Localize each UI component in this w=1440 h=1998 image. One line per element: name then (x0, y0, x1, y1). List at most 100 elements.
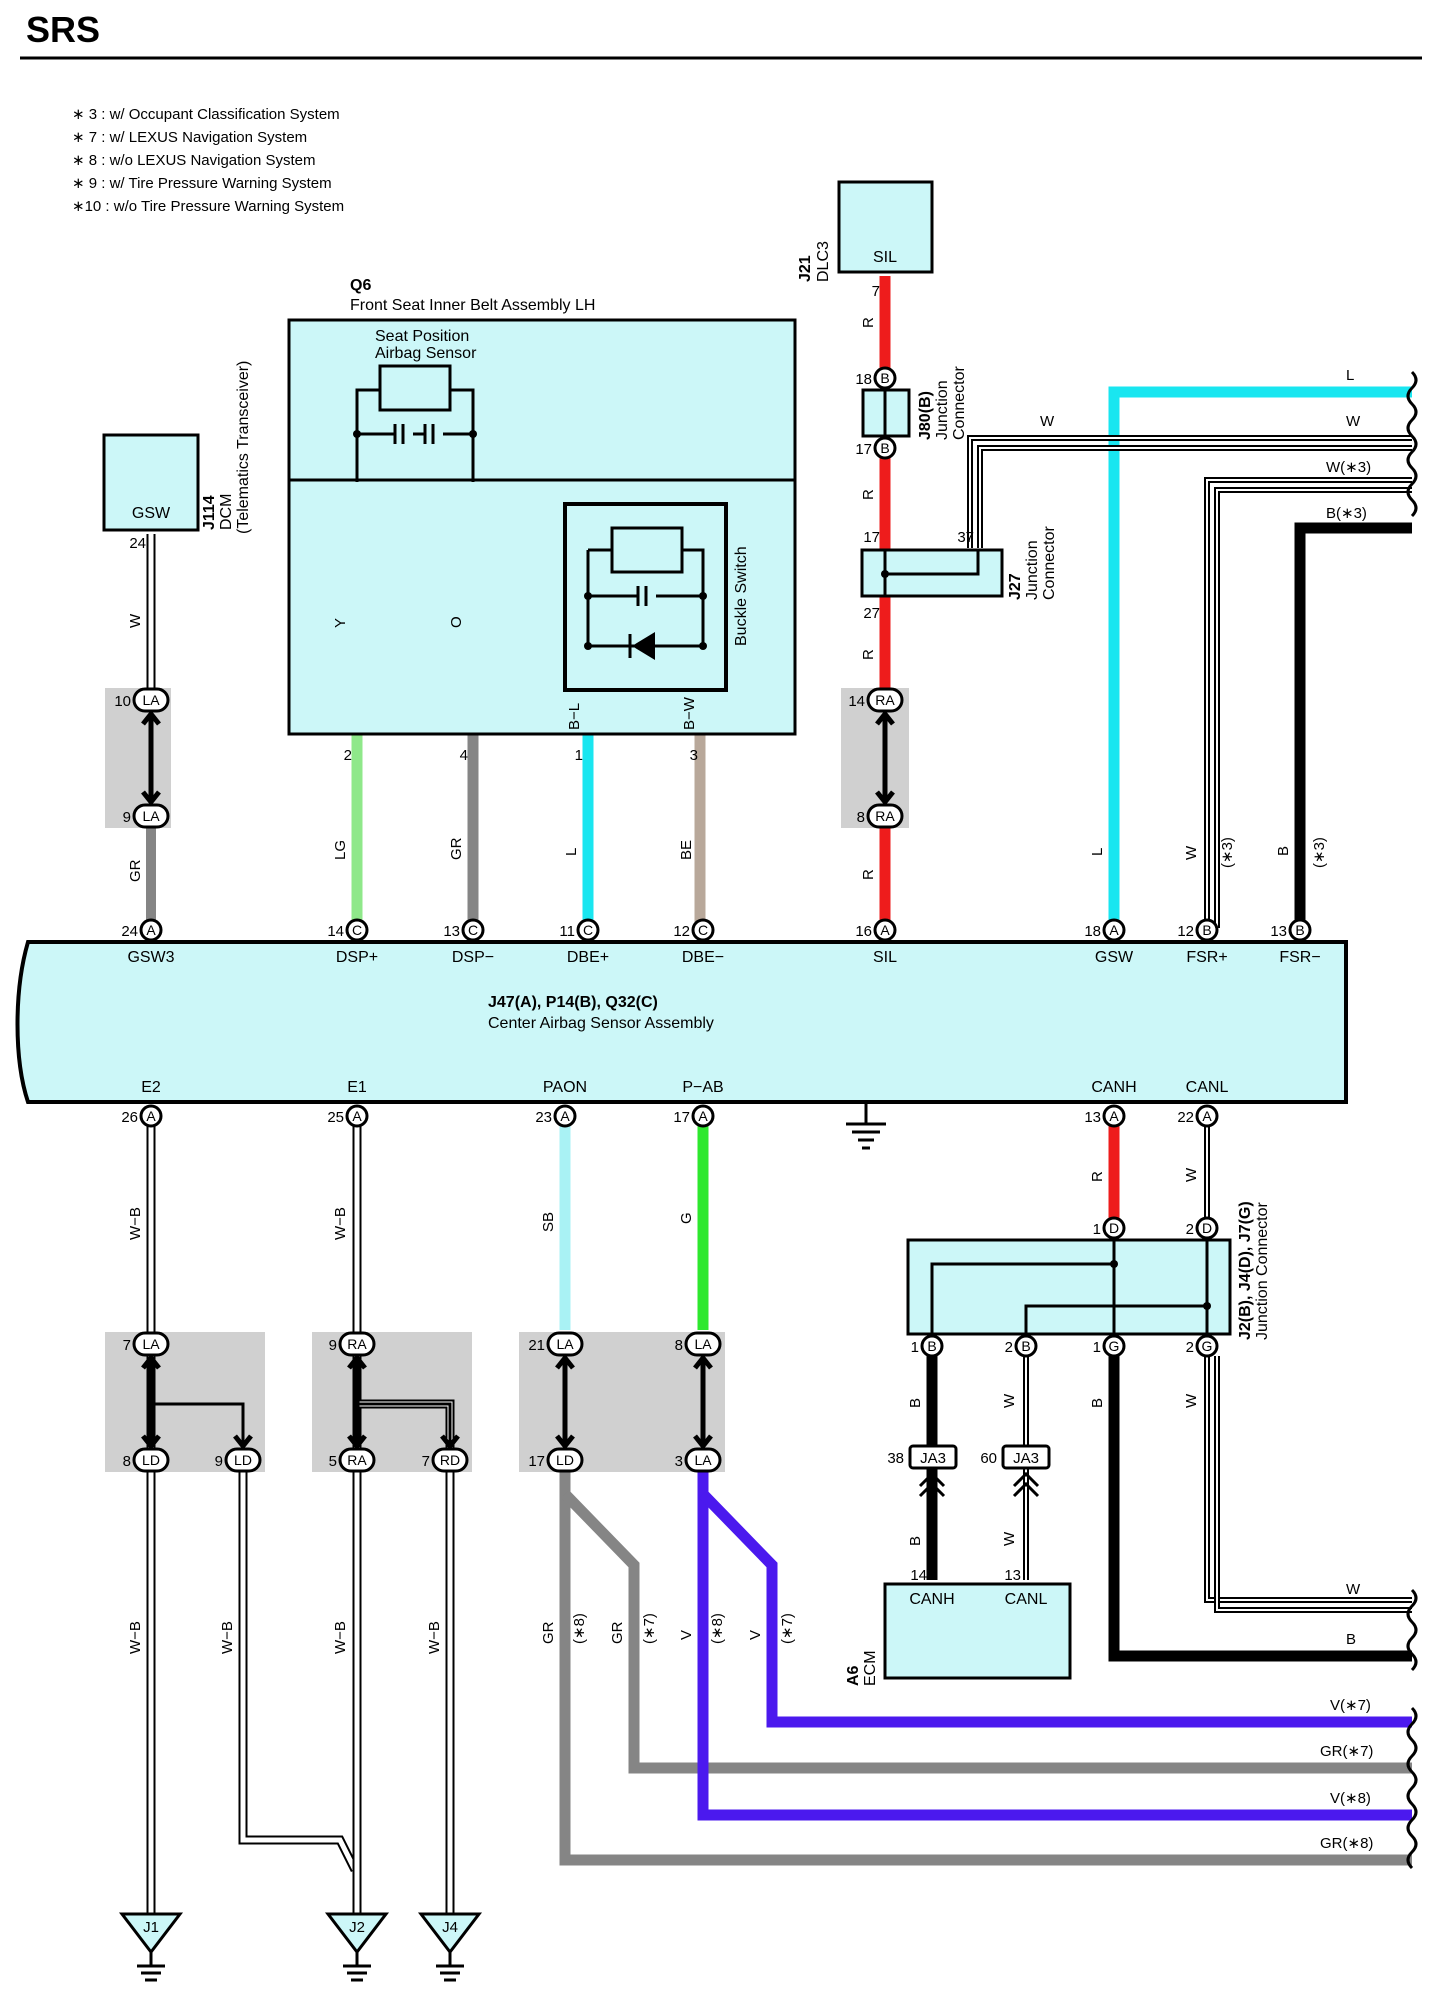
main-top-pin-4: C12 (673, 918, 715, 942)
p-conn-bot2: LA 3 (675, 1447, 722, 1473)
term-fsr-minus: FSR− (1279, 949, 1320, 966)
wl-right-w4: W (1346, 1581, 1361, 1598)
dlc3-name: DLC3 (815, 241, 832, 282)
ecm-pin-14: 14 (910, 1567, 927, 1584)
jc-bottom-2-letter: G (1109, 1338, 1120, 1354)
main-top-pin-5: A16 (855, 918, 897, 942)
ecm-code: A6 (845, 1665, 862, 1686)
e1-conn-bot1-number: 5 (329, 1453, 337, 1470)
main-name: Center Airbag Sensor Assembly (488, 1015, 714, 1032)
ja3-1-num: 38 (887, 1450, 904, 1467)
jc-bottom-0-number: 1 (911, 1339, 919, 1356)
e2-conn-top-number: 7 (123, 1337, 131, 1354)
wl-ja3-b: B (907, 1536, 924, 1546)
e2-conn-top: LA 7 (123, 1331, 170, 1357)
j80-pin-top: B18 (855, 366, 897, 390)
main-bottom-pin-4-letter: A (1109, 1108, 1119, 1124)
p-conn-bot2-number: 3 (675, 1453, 683, 1470)
main-bottom-pin-1-number: 25 (327, 1109, 344, 1126)
wl-right-w1: W (1346, 413, 1361, 430)
jc-bottom-1-letter: B (1021, 1338, 1030, 1354)
note-9: ∗ 9 : w/ Tire Pressure Warning System (72, 175, 332, 192)
main-top-pin-0-number: 24 (121, 923, 138, 940)
main-top-pin-6: A18 (1084, 918, 1126, 942)
wl-gr8-right: GR(∗8) (1320, 1835, 1373, 1852)
j80-pin-bot-number: 17 (855, 441, 872, 458)
p-conn-top2-number: 8 (675, 1337, 683, 1354)
jc-top-2-number: 2 (1186, 1221, 1194, 1238)
wire-gr7 (561, 1490, 1412, 1774)
main-top-pin-0: A24 (121, 918, 163, 942)
wl-jc-w1: W (1001, 1393, 1018, 1408)
dcm-j114: GSW J114 DCM (Telematics Transceiver) (102, 361, 252, 534)
q6-pin-2: 2 (344, 747, 352, 764)
p2-conn-arrow (693, 1353, 713, 1451)
e2-conn-top-letter: LA (142, 1336, 160, 1352)
wire-fsr-minus (1294, 522, 1412, 928)
term-e1: E1 (347, 1079, 367, 1096)
wl-e2b-low: W−B (219, 1621, 236, 1654)
jc-bottom-1-number: 2 (1005, 1339, 1013, 1356)
jc-name: Junction Connector (1254, 1201, 1271, 1340)
q6-name: Front Seat Inner Belt Assembly LH (350, 297, 595, 314)
q6-pin-3: 3 (690, 747, 698, 764)
sil-conn-bot: RA8 (857, 803, 904, 829)
e1-conn-bot1-letter: RA (347, 1452, 367, 1468)
dlc3-pin-label: SIL (873, 249, 897, 266)
main-bottom-pin-2-number: 23 (535, 1109, 552, 1126)
ground-j2-label: J2 (349, 1919, 365, 1936)
wl-e1b-low: W−B (426, 1621, 443, 1654)
seat-sensor-resistor (378, 364, 452, 412)
wire-jc-b2 (1108, 1356, 1412, 1662)
dcm-pin: 24 (129, 535, 146, 552)
term-e2: E2 (141, 1079, 161, 1096)
wl-v7: V (747, 1630, 764, 1640)
e2-branch-arrow (233, 1434, 253, 1451)
wl-gsw: L (1089, 848, 1106, 856)
wl-sil-3: R (860, 649, 877, 660)
sil-conn-bot-number: 8 (857, 809, 865, 826)
wire-gr8 (559, 1472, 1412, 1866)
main-top-pin-8: B13 (1270, 918, 1312, 942)
term-fsr-plus: FSR+ (1186, 949, 1227, 966)
wl-l: L (563, 848, 580, 856)
e1-conn-arrow (347, 1353, 367, 1451)
ecm-pin2: CANL (1005, 1591, 1048, 1608)
dlc3-code: J21 (797, 255, 814, 282)
main-top-pin-5-number: 16 (855, 923, 872, 940)
wl-v8-right: V(∗8) (1330, 1790, 1371, 1807)
j80-pin-bot: B17 (855, 436, 897, 460)
j80-code: J80(B) (917, 391, 934, 440)
main-top-pin-8-letter: B (1295, 922, 1304, 938)
term-gsw3: GSW3 (127, 949, 174, 966)
dcm-sub: (Telematics Transceiver) (235, 361, 252, 534)
wl-v8: V (678, 1630, 695, 1640)
gsw-conn-bot-number: 9 (123, 809, 131, 826)
main-code: J47(A), P14(B), Q32(C) (488, 994, 658, 1011)
main-top-pin-2-letter: C (468, 922, 478, 938)
main-bottom-pin-0-letter: A (146, 1108, 156, 1124)
j27-name2: Connector (1041, 526, 1058, 600)
e1-conn-top: RA9 (329, 1331, 376, 1357)
j80-pin-top-number: 18 (855, 371, 872, 388)
term-p-ab: P−AB (682, 1079, 723, 1096)
ground-icon (846, 1104, 886, 1150)
sil-conn-top-letter: RA (875, 692, 895, 708)
main-top-pin-4-letter: C (698, 922, 708, 938)
e1-conn-top-number: 9 (329, 1337, 337, 1354)
jc-bottom-3: G2 (1186, 1334, 1219, 1358)
term-dsp-minus: DSP− (452, 949, 494, 966)
main-bottom-pin-5-number: 22 (1177, 1109, 1194, 1126)
ja3-2-conn: JA3 (1013, 1450, 1039, 1467)
q6-pin-4: 4 (460, 747, 468, 764)
note-7: ∗ 7 : w/ LEXUS Navigation System (72, 129, 307, 146)
wire-label-bw: B−W (681, 696, 698, 730)
term-dbe-plus: DBE+ (567, 949, 609, 966)
main-top-pin-3: C11 (559, 918, 600, 942)
p-conn-bot2-letter: LA (694, 1452, 712, 1468)
main-top-pin-2-number: 13 (443, 923, 460, 940)
wire-labels: W GR Y O LG GR L BE R R R R L W (∗3) B (… (127, 317, 1373, 1852)
